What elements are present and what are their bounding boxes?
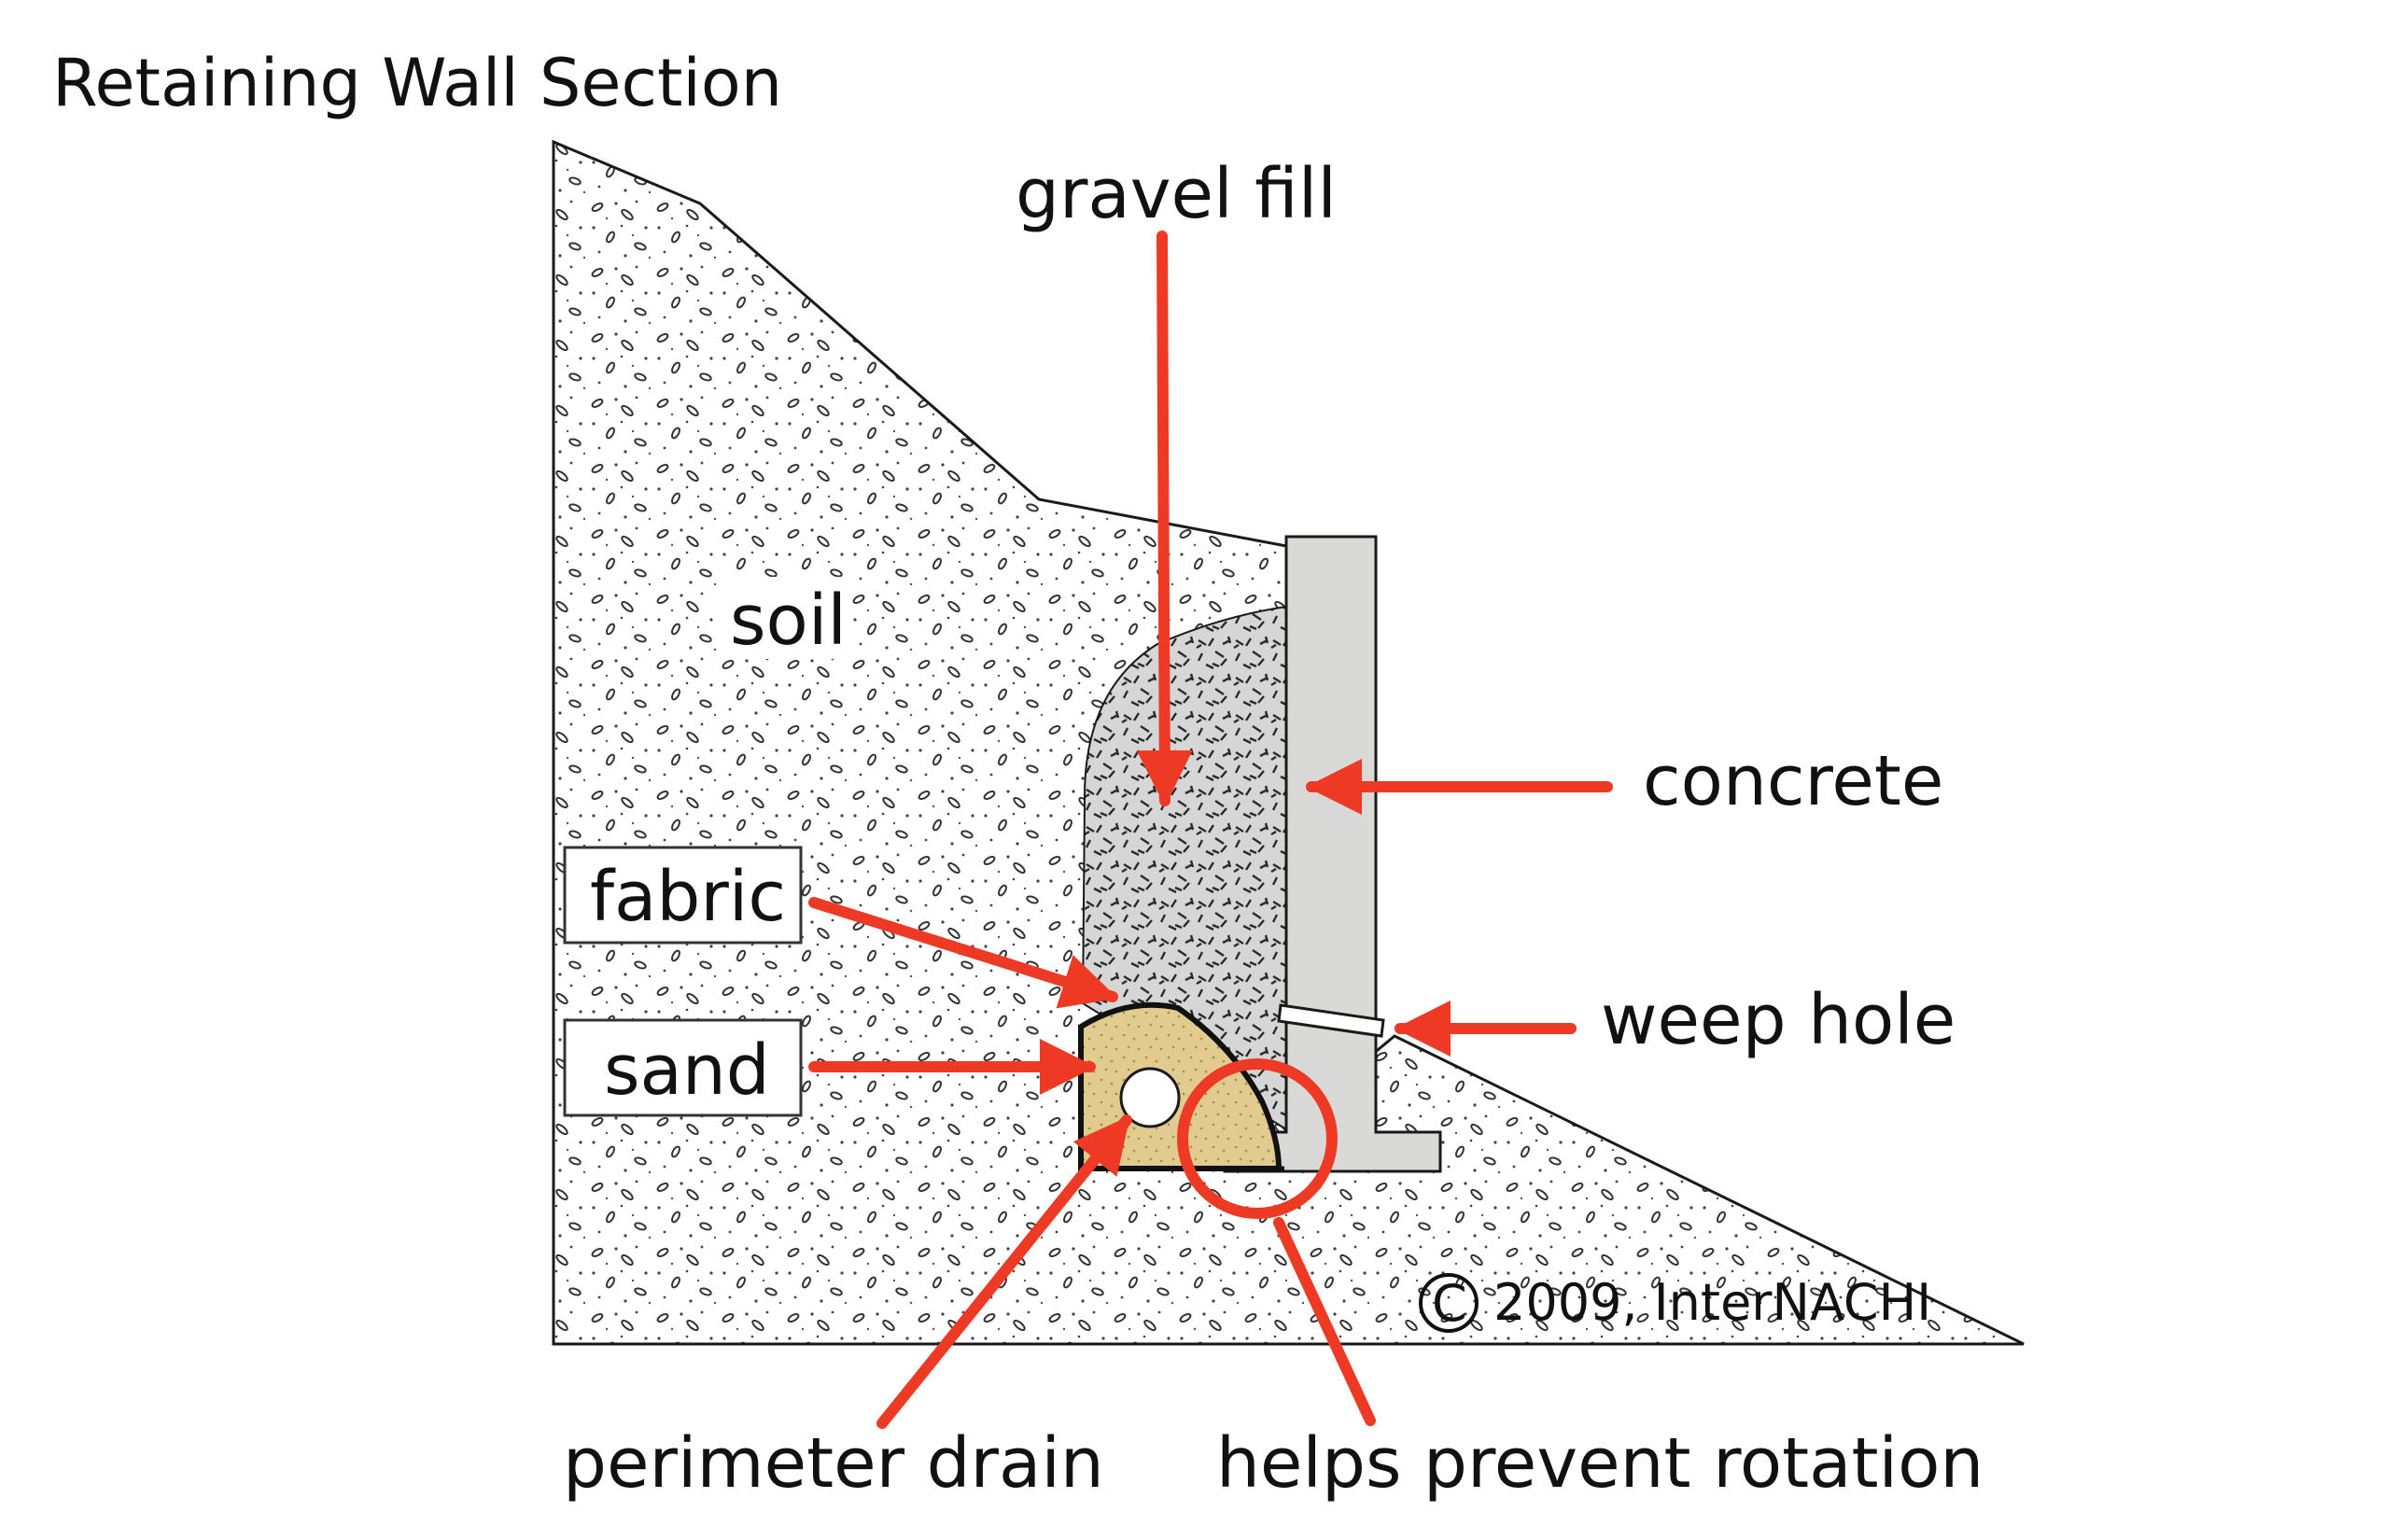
diagram-title: Retaining Wall Section bbox=[52, 45, 782, 121]
sand-region bbox=[1081, 1004, 1279, 1169]
concrete-label: concrete bbox=[1643, 741, 1943, 821]
gravel-fill-label: gravel fill bbox=[1016, 154, 1337, 234]
weep-hole-pipe bbox=[1277, 1003, 1385, 1038]
annotation-arrows bbox=[808, 231, 1613, 1429]
weep-hole-label: weep hole bbox=[1601, 980, 1955, 1060]
sand-label: sand bbox=[604, 1030, 770, 1111]
copyright-text: 2009, InterNACHI bbox=[1493, 1273, 1931, 1332]
fabric-label: fabric bbox=[590, 857, 786, 937]
fabric-wrap bbox=[1078, 1001, 1283, 1171]
fabric-label-box bbox=[563, 846, 803, 945]
perimeter-drain-pipe bbox=[1119, 1067, 1181, 1128]
helps-prevent-rotation-label: helps prevent rotation bbox=[1216, 1423, 1983, 1504]
perimeter-drain-arrow bbox=[876, 1114, 1132, 1429]
copyright-c-glyph: C bbox=[1432, 1274, 1467, 1333]
rotation-highlight-circle bbox=[1177, 1058, 1338, 1219]
gravel-fill-arrow bbox=[1136, 231, 1193, 806]
rotation-arrow-line bbox=[1273, 1217, 1376, 1426]
soil-label: soil bbox=[730, 581, 847, 661]
gravel-fill-region bbox=[1081, 605, 1287, 1131]
soil-label-backdrop bbox=[717, 577, 849, 659]
sand-label-box bbox=[563, 1018, 803, 1117]
copyright-icon bbox=[1419, 1273, 1479, 1333]
perimeter-drain-label: perimeter drain bbox=[563, 1423, 1104, 1504]
fabric-arrow bbox=[808, 897, 1118, 1009]
